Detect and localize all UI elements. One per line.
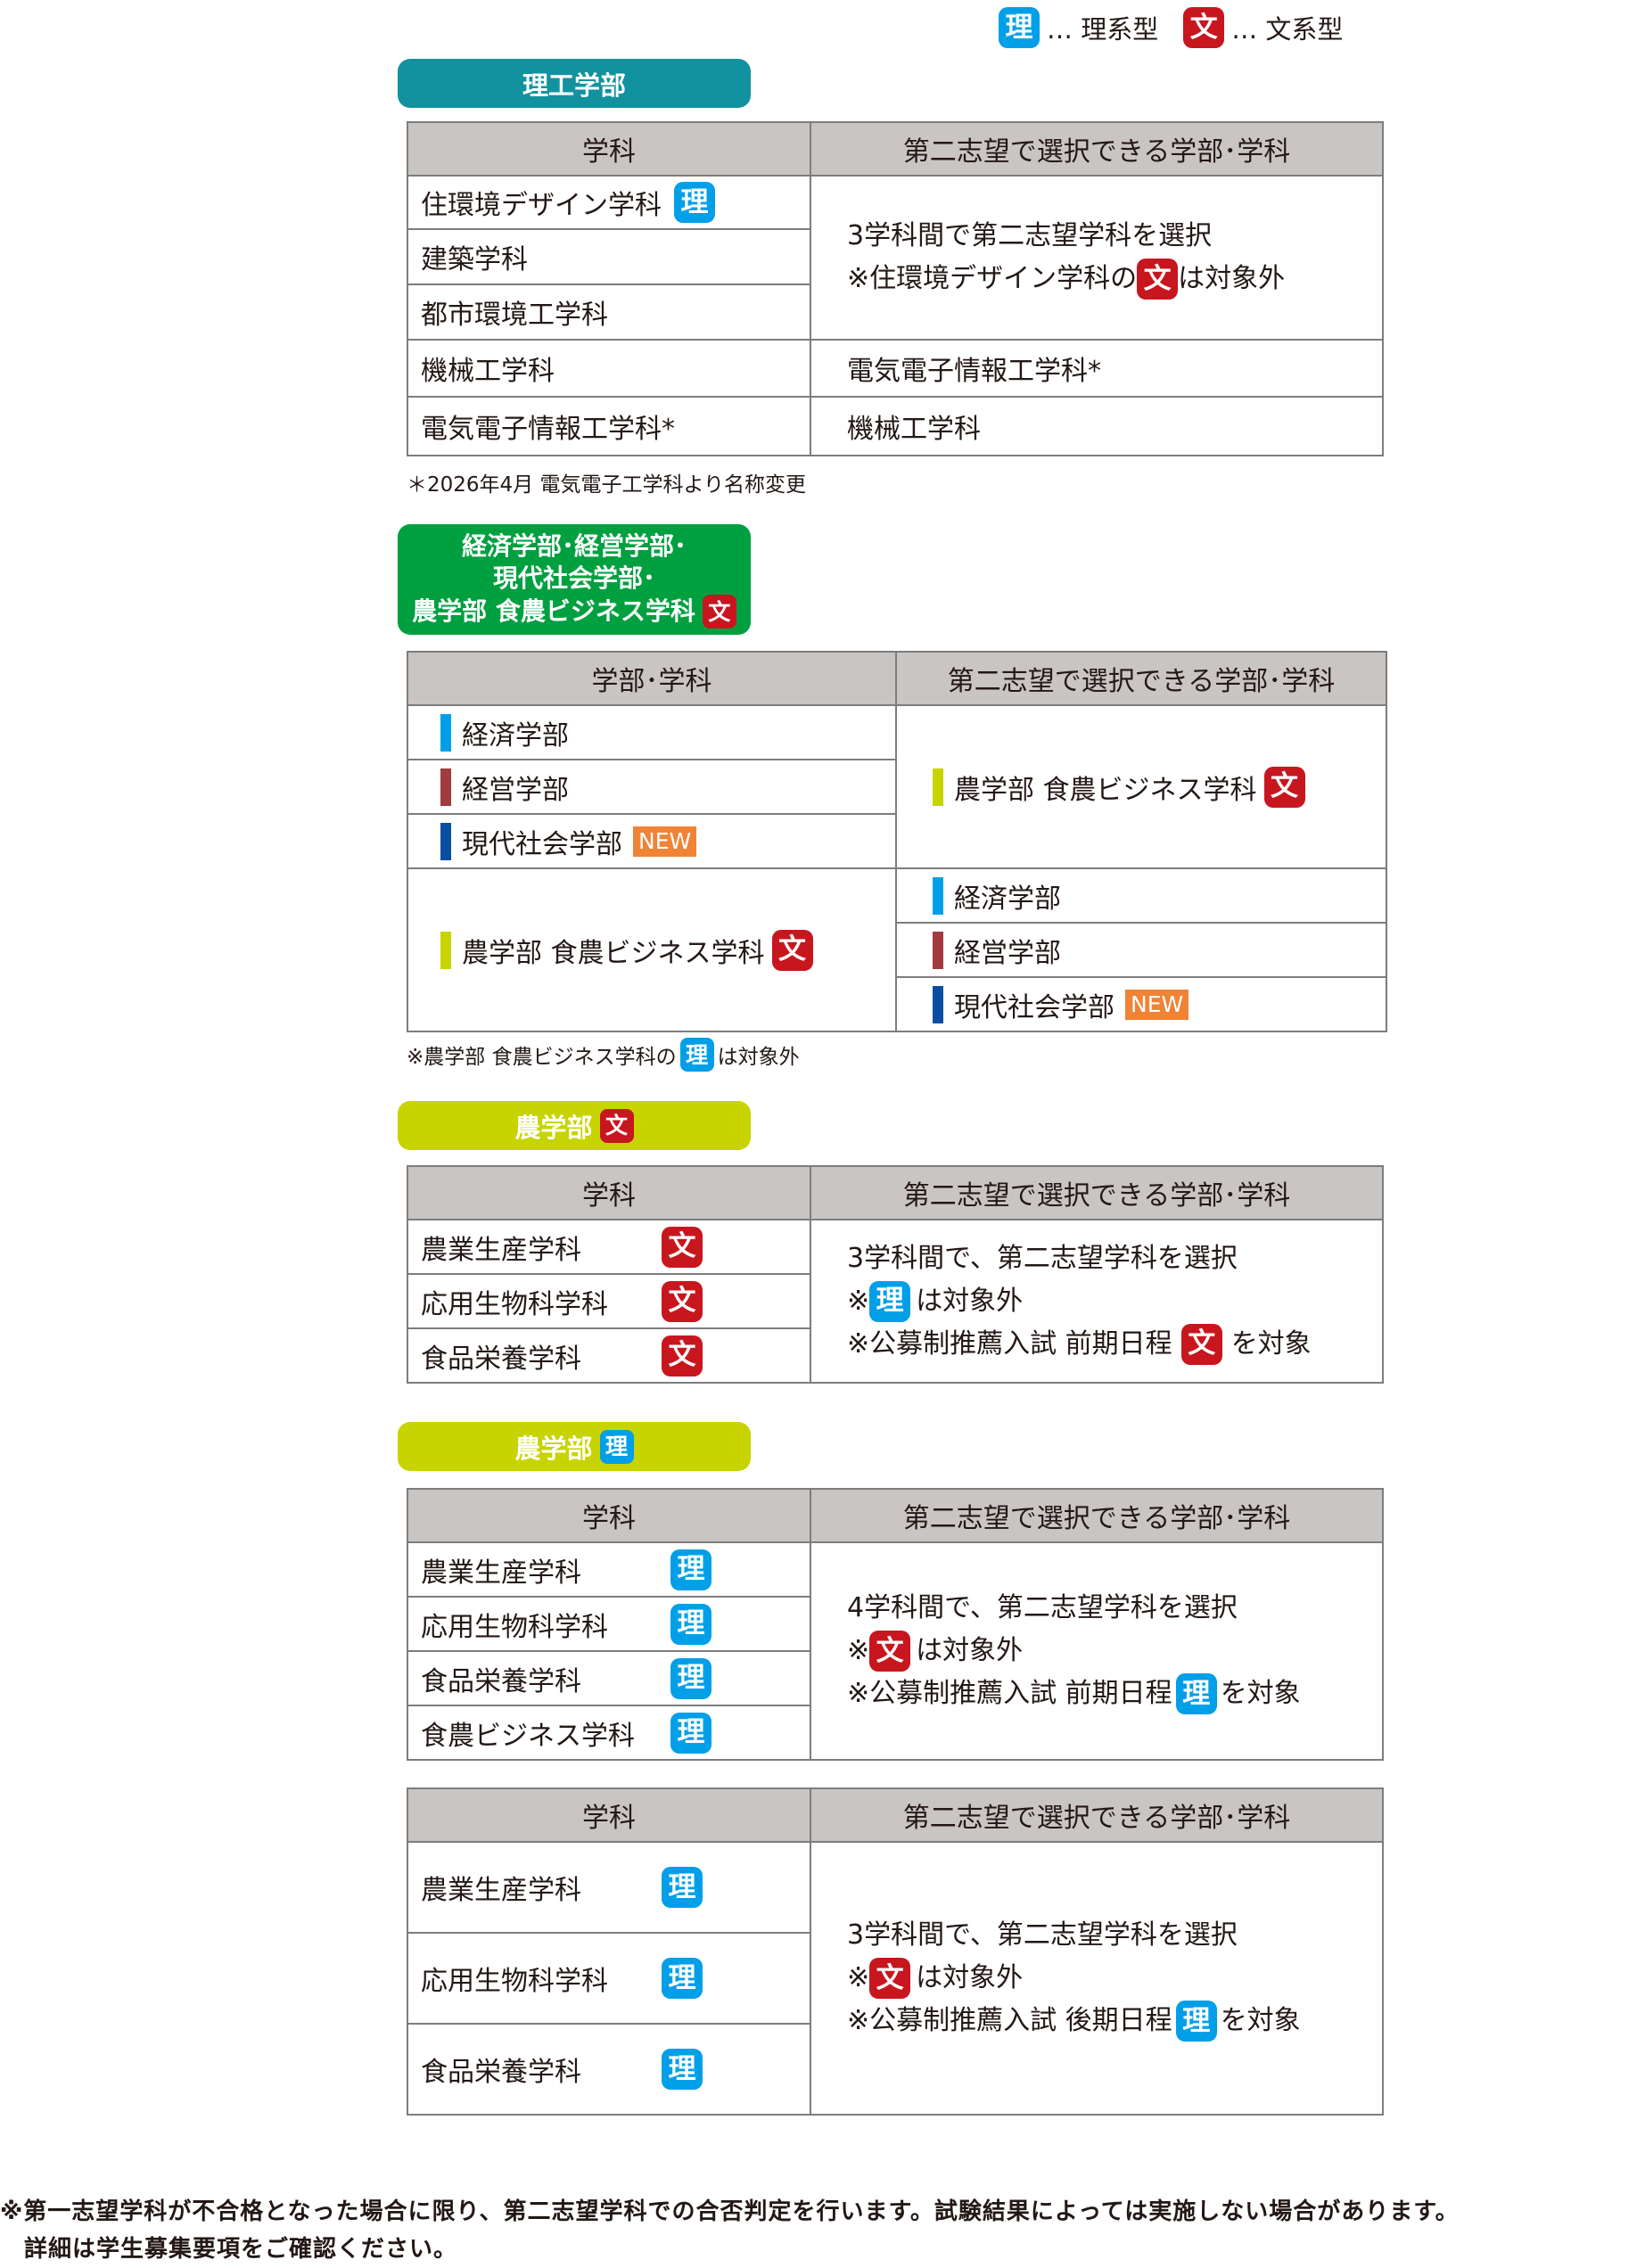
legend-ri-text: … 理系型 [1047,14,1159,45]
section-tag-bunkei: 経済学部･経営学部･ 現代社会学部･ 農学部 食農ビジネス学科文 [398,524,751,635]
table-row: 農業生産学科理 [407,1541,811,1598]
bun-badge: 文 [1183,7,1225,48]
ri-badge: 理 [670,1657,711,1699]
bun-badge: 文 [599,1108,634,1143]
ri-badge: 理 [1175,1673,1217,1714]
bun-badge: 文 [662,1280,703,1322]
col-header: 第二志望で選択できる学部･学科 [810,1787,1384,1843]
table-row: 住環境デザイン学科理 [407,175,811,230]
bun-badge: 文 [1180,1323,1222,1365]
second-choice-group: 3学科間で、第二志望学科を選択 ※理は対象外 ※公募制推薦入試 前期日程文を対象 [810,1219,1384,1384]
second-choice: 機械工学科 [810,396,1384,456]
table-row: 都市環境工学科 [407,284,811,341]
col-header: 学科 [407,1165,811,1220]
bun-badge: 文 [869,1631,911,1672]
bun-badge: 文 [869,1958,911,1999]
second-choice: 経営学部 [895,922,1387,978]
ri-badge: 理 [662,1867,703,1908]
ri-badge: 理 [670,1549,711,1590]
table-row: 農業生産学科理 [407,1841,811,1934]
table-nou-ri-kouki: 学科第二志望で選択できる学部･学科 農業生産学科理 3学科間で、第二志望学科を選… [407,1787,1384,2116]
col-header: 学部･学科 [407,651,897,706]
new-badge: NEW [1125,989,1189,1020]
ri-badge: 理 [599,1429,634,1464]
table-bunkei: 学部･学科第二志望で選択できる学部･学科 経済学部 農学部 食農ビジネス学科文 … [407,651,1387,1032]
table-row: 食品栄養学科理 [407,1650,811,1706]
table-row: 農学部 食農ビジネス学科文 [407,867,897,1032]
note-shokuno: ※農学部 食農ビジネス学科の理は対象外 [407,1038,800,1072]
bun-badge: 文 [1263,766,1305,808]
section-tag-rikou: 理工学部 [398,59,751,108]
col-header: 学科 [407,1787,811,1843]
bun-badge: 文 [662,1335,703,1376]
table-row: 食品栄養学科理 [407,2023,811,2116]
table-nou-bun: 学科第二志望で選択できる学部･学科 農業生産学科文 3学科間で、第二志望学科を選… [407,1165,1384,1384]
second-choice-group: 4学科間で、第二志望学科を選択 ※文は対象外 ※公募制推薦入試 前期日程理を対象 [810,1541,1384,1761]
table-row: 応用生物科学科理 [407,1932,811,2025]
table-row: 経済学部 [407,704,897,760]
section-tag-nou-bun: 農学部文 [398,1101,751,1150]
ri-badge: 理 [662,2049,703,2090]
second-choice-group: 3学科間で第二志望学科を選択 ※住環境デザイン学科の文は対象外 [810,175,1384,341]
second-choice: 電気電子情報工学科* [810,339,1384,398]
table-nou-ri: 学科第二志望で選択できる学部･学科 農業生産学科理 4学科間で、第二志望学科を選… [407,1488,1384,1761]
second-choice-group: 3学科間で、第二志望学科を選択 ※文は対象外 ※公募制推薦入試 後期日程理を対象 [810,1841,1384,2116]
legend: 理 … 理系型 文 … 文系型 [999,7,1368,48]
ri-badge: 理 [679,1038,714,1072]
ri-badge: 理 [1175,2001,1217,2042]
legend-bun-text: … 文系型 [1231,14,1344,45]
ri-badge: 理 [869,1280,911,1322]
table-row: 建築学科 [407,228,811,285]
second-choice: 農学部 食農ビジネス学科文 [895,704,1387,869]
table-row: 機械工学科 [407,339,811,398]
bun-badge: 文 [662,1226,703,1268]
table-row: 電気電子情報工学科* [407,396,811,456]
col-header: 第二志望で選択できる学部･学科 [895,651,1387,706]
table-row: 応用生物科学科文 [407,1273,811,1329]
footer-note: ※第一志望学科が不合格となった場合に限り、第二志望学科での合否判定を行います。試… [0,2198,1460,2263]
col-header: 学科 [407,121,811,177]
table-row: 応用生物科学科理 [407,1596,811,1652]
ri-badge: 理 [674,182,715,223]
section-tag-nou-ri: 農学部理 [398,1422,751,1471]
ri-badge: 理 [670,1712,711,1754]
bun-badge: 文 [702,595,736,629]
note-rename: ＊2026年4月 電気電子工学科より名称変更 [407,473,807,497]
col-header: 第二志望で選択できる学部･学科 [810,1488,1384,1543]
table-row: 農業生産学科文 [407,1219,811,1275]
ri-badge: 理 [670,1603,711,1645]
second-choice: 経済学部 [895,867,1387,924]
col-header: 学科 [407,1488,811,1543]
col-header: 第二志望で選択できる学部･学科 [810,1165,1384,1220]
ri-badge: 理 [999,7,1040,48]
new-badge: NEW [633,826,697,857]
ri-badge: 理 [662,1958,703,1999]
table-row: 食農ビジネス学科理 [407,1705,811,1761]
bun-badge: 文 [771,929,813,971]
bun-badge: 文 [1137,259,1179,300]
table-row: 経営学部 [407,759,897,815]
table-rikou: 学科第二志望で選択できる学部･学科 住環境デザイン学科理 3学科間で第二志望学科… [407,121,1384,456]
table-row: 食品栄養学科文 [407,1327,811,1384]
col-header: 第二志望で選択できる学部･学科 [810,121,1384,177]
